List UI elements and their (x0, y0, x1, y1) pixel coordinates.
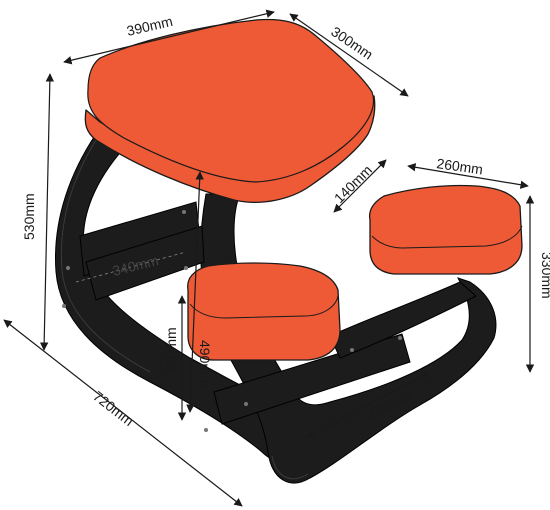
knee-pad-height-label: 330mm (539, 252, 550, 299)
right-knee-pad (368, 184, 523, 275)
seat-to-base-label: 490mm (197, 340, 213, 387)
rear-crossbar-lower (85, 225, 205, 301)
knee-pad-depth-label: 140mm (331, 162, 375, 206)
knee-pad-width-label: 260mm (436, 155, 484, 177)
seat-width-label: 390mm (125, 13, 174, 39)
right-knee-pad-body (368, 184, 523, 275)
knee-arm (329, 281, 477, 359)
dimension-lines (3, 9, 535, 507)
knee-front-height-label: 280mm (163, 327, 179, 374)
overall-length-label: 720mm (90, 388, 137, 429)
total-height-label: 530mm (21, 193, 37, 240)
